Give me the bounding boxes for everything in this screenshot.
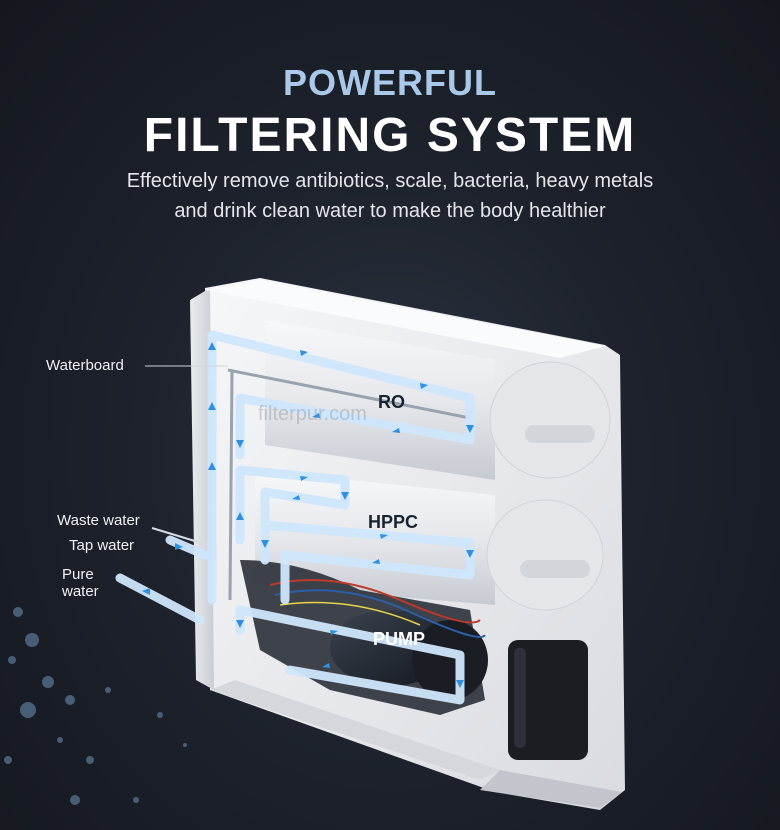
waterboard-pipe: [227, 368, 471, 601]
subtitle-line-1: Effectively remove antibiotics, scale, b…: [126, 170, 654, 192]
filter-label-pump: PUMP: [373, 629, 425, 649]
headline-subtitle: Effectively remove antibiotics, scale, b…: [0, 166, 780, 226]
callout-pure-water-line-2: water: [62, 583, 99, 600]
callout-pure-water: Pure water: [62, 566, 99, 600]
headline-kicker: POWERFUL: [283, 62, 497, 103]
callout-pure-water-line-1: Pure: [62, 566, 94, 583]
headline-title: FILTERING SYSTEM: [143, 109, 637, 162]
filter-label-hppc: HPPC: [368, 512, 418, 532]
callout-waste-water: Waste water: [57, 512, 140, 529]
callout-waterboard: Waterboard: [46, 357, 124, 374]
control-module: [508, 640, 588, 760]
waste-water-line: [151, 527, 209, 546]
water-splash: [4, 607, 187, 805]
watermark: filterpur.com: [258, 403, 367, 425]
callout-tap-water: Tap water: [69, 537, 135, 554]
water-flow-paths: [115, 330, 475, 705]
subtitle-line-2: and drink clean water to make the body h…: [174, 200, 606, 222]
filter-label-ro: RO: [378, 392, 405, 412]
